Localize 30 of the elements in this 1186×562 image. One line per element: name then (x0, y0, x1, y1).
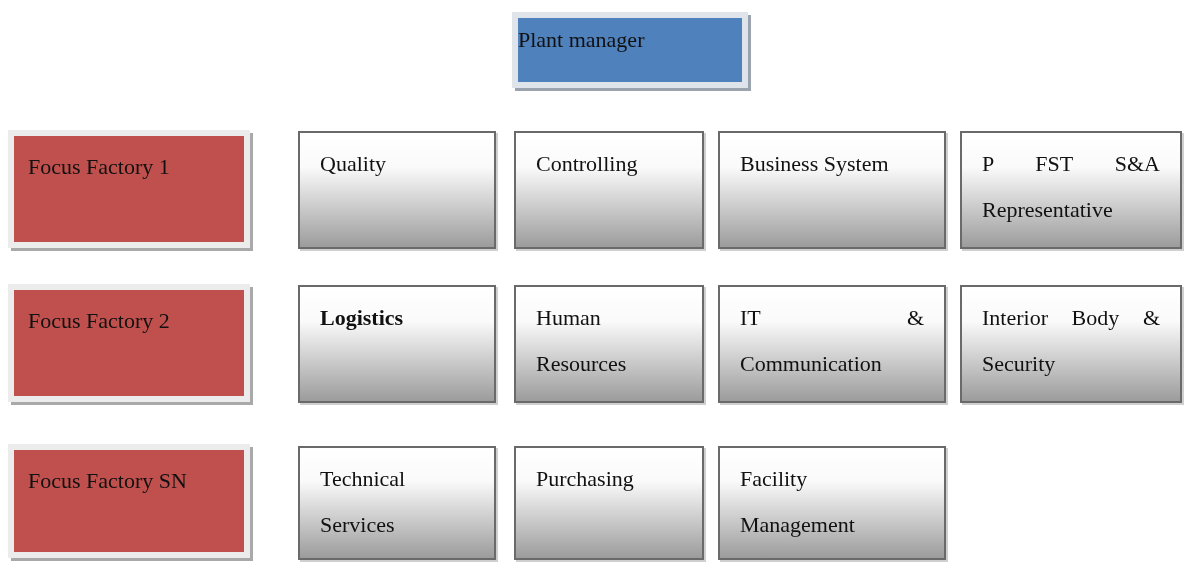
department-box (298, 446, 496, 560)
box-label: Facility Management (740, 465, 856, 539)
box-label: Controlling (536, 150, 639, 178)
department-box (718, 446, 946, 560)
department-box (8, 284, 250, 402)
department-box (960, 131, 1182, 249)
box-label: Focus Factory 2 (28, 307, 171, 335)
box-label: Focus Factory SN (28, 467, 188, 495)
department-box (514, 131, 704, 249)
department-box (298, 131, 496, 249)
department-box (718, 285, 946, 403)
box-label: Plant manager (518, 26, 646, 54)
box-label: Business System (740, 150, 890, 178)
box-label: P FST S&A Representative (982, 150, 1160, 224)
box-label: Purchasing (536, 465, 635, 493)
department-box (8, 130, 250, 248)
box-label: Technical Services (320, 465, 407, 539)
department-box (514, 285, 704, 403)
department-box (8, 444, 250, 558)
department-box (514, 446, 704, 560)
box-label: Focus Factory 1 (28, 153, 171, 181)
box-label: Quality (320, 150, 387, 178)
box-label: Interior Body & Security (982, 304, 1160, 378)
manager-box (512, 12, 748, 88)
department-box (298, 285, 496, 403)
box-label: Human Resources (536, 304, 628, 378)
box-label: IT & Communication (740, 304, 924, 378)
box-label: Logistics (320, 304, 405, 332)
department-box (718, 131, 946, 249)
department-box (960, 285, 1182, 403)
